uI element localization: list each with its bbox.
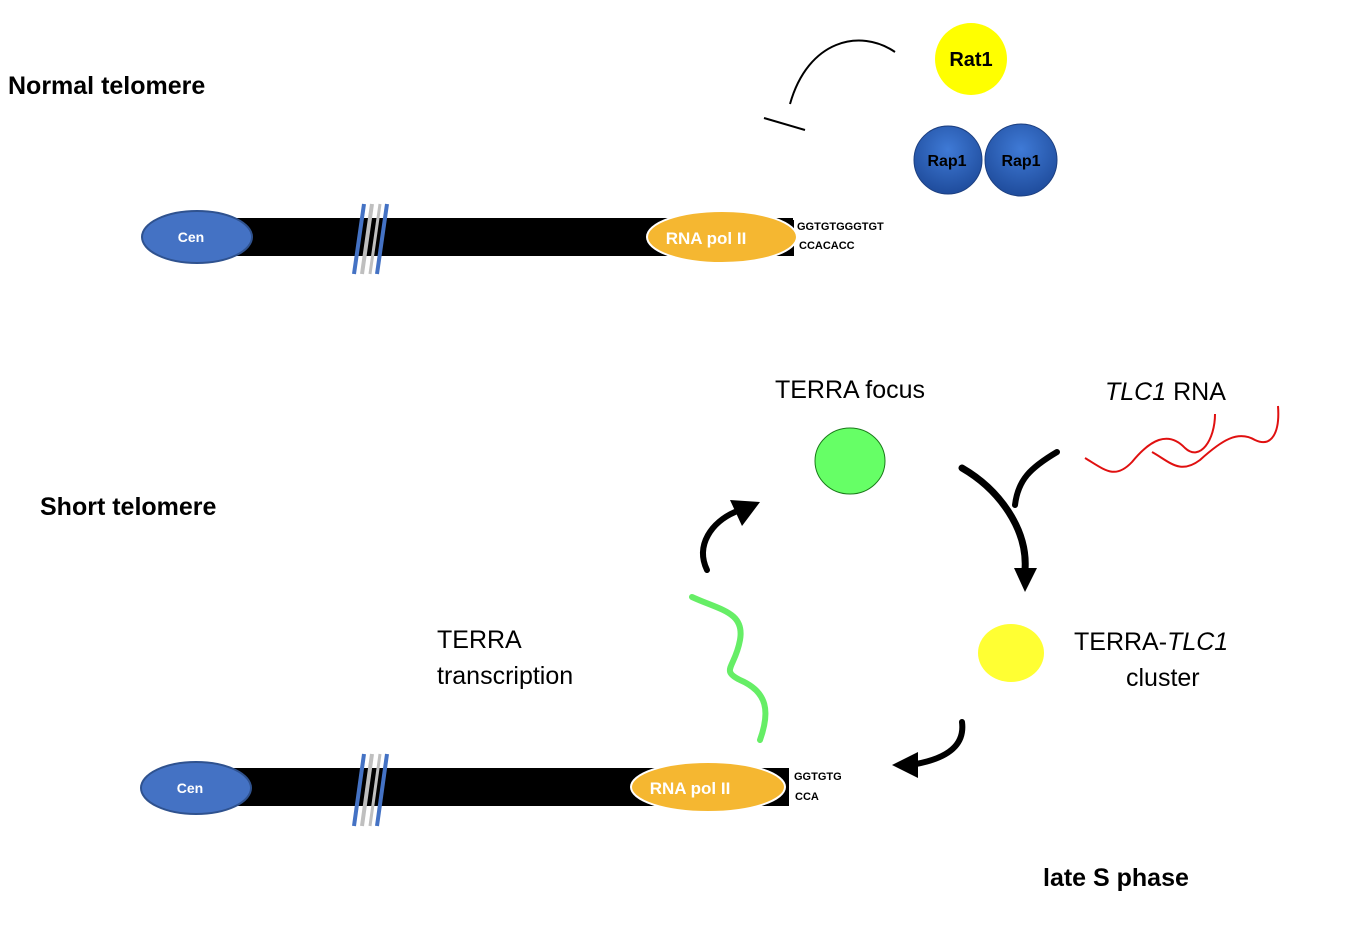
rat1-protein: Rat1 <box>935 23 1007 95</box>
normal-chromosome: Cen RNA pol II GGTGTGGGTGT CCACACC <box>141 203 884 275</box>
chromosome-break-mark <box>352 203 389 275</box>
arrow-to-terra-focus <box>700 500 760 573</box>
arrow-to-short-telomere <box>892 719 966 778</box>
terra-transcription-label-line1: TERRA <box>437 626 522 654</box>
centromere <box>141 210 253 264</box>
chromosome-break-mark <box>352 753 389 827</box>
normal-telomere-heading: Normal telomere <box>8 72 205 100</box>
rap1-right-label: Rap1 <box>1001 153 1040 170</box>
tlc1-rna-label: TLC1 RNA <box>1105 378 1226 406</box>
cluster-label-line2: cluster <box>1126 664 1200 692</box>
centromere <box>140 761 252 815</box>
rap1-dimer: Rap1 Rap1 <box>913 123 1058 197</box>
late-s-phase-label: late S phase <box>1043 864 1189 892</box>
inhibition-arrow <box>763 39 896 131</box>
rap1-left <box>913 125 983 195</box>
rat1-label: Rat1 <box>949 49 992 71</box>
telomere-sequence-top: GGTGTG <box>794 771 842 783</box>
centromere-label: Cen <box>177 780 203 796</box>
centromere-label: Cen <box>178 229 204 245</box>
rna-pol-ii <box>646 210 798 264</box>
arrow-to-cluster <box>958 449 1060 592</box>
tlc1-rna-strand <box>1084 405 1280 473</box>
rap1-left-label: Rap1 <box>927 153 966 170</box>
telomere-sequence-top: GGTGTGGGTGT <box>797 221 884 233</box>
rap1-right <box>984 123 1058 197</box>
cluster-label-line1: TERRA-TLC1 <box>1074 628 1228 656</box>
terra-rna-strand <box>689 594 769 743</box>
telomere-sequence-bottom: CCACACC <box>799 240 855 252</box>
telomere-sequence-bottom: CCA <box>795 791 819 803</box>
rna-pol-ii-label: RNA pol II <box>666 229 747 248</box>
terra-transcription-label-line2: transcription <box>437 662 573 690</box>
terra-focus <box>814 427 886 495</box>
short-chromosome: Cen RNA pol II GGTGTG CCA <box>140 753 842 827</box>
terra-tlc1-cluster <box>978 624 1044 682</box>
rna-pol-ii-label: RNA pol II <box>650 779 731 798</box>
short-telomere-heading: Short telomere <box>40 493 217 521</box>
terra-focus-label: TERRA focus <box>775 376 925 404</box>
rna-pol-ii <box>630 761 786 813</box>
